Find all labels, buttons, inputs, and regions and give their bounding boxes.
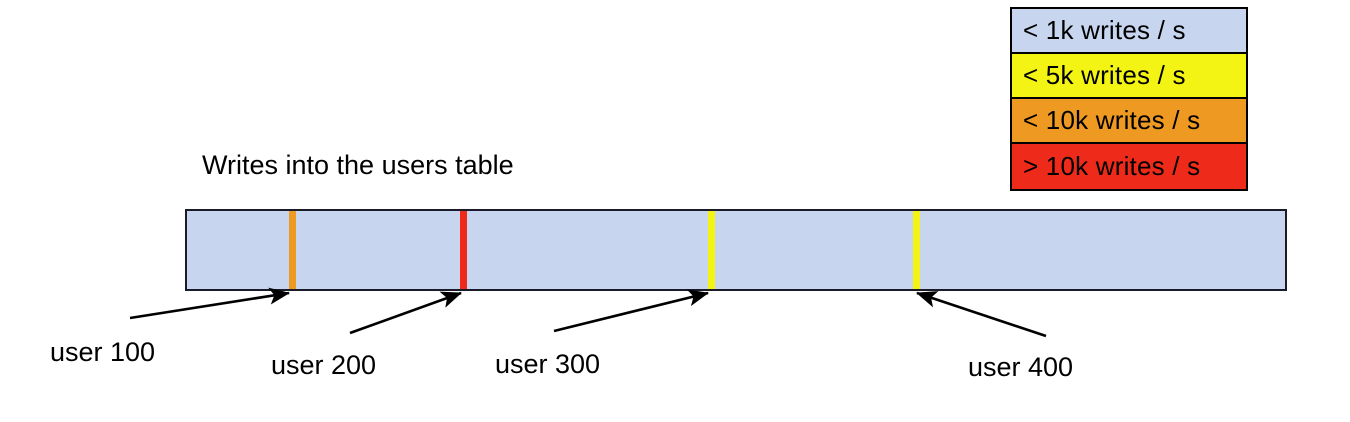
users-table-bar [185,209,1287,291]
marker-stripe-user-200 [460,211,467,289]
arrow-user-400 [916,291,1047,338]
legend-label-gt-10k: > 10k writes / s [1023,151,1201,181]
legend: < 1k writes / s < 5k writes / s < 10k wr… [1010,7,1248,191]
label-user-200: user 200 [271,350,377,380]
label-user-100: user 100 [50,337,156,367]
chart-title: Writes into the users table [202,150,514,180]
legend-row-gt-10k: > 10k writes / s [1012,144,1246,189]
legend-label-lt-5k: < 5k writes / s [1023,60,1186,90]
marker-stripe-user-100 [289,211,296,289]
marker-stripe-user-300 [708,211,715,289]
arrow-user-200 [349,291,462,335]
arrow-user-300 [553,289,710,333]
arrow-user-100 [129,287,291,320]
legend-label-lt-10k: < 10k writes / s [1023,105,1201,135]
marker-stripe-user-400 [913,211,920,289]
legend-label-lt-1k: < 1k writes / s [1023,15,1186,45]
label-user-300: user 300 [495,349,601,379]
legend-row-lt-1k: < 1k writes / s [1012,9,1246,54]
legend-row-lt-10k: < 10k writes / s [1012,99,1246,144]
legend-row-lt-5k: < 5k writes / s [1012,54,1246,99]
label-user-400: user 400 [968,352,1074,382]
